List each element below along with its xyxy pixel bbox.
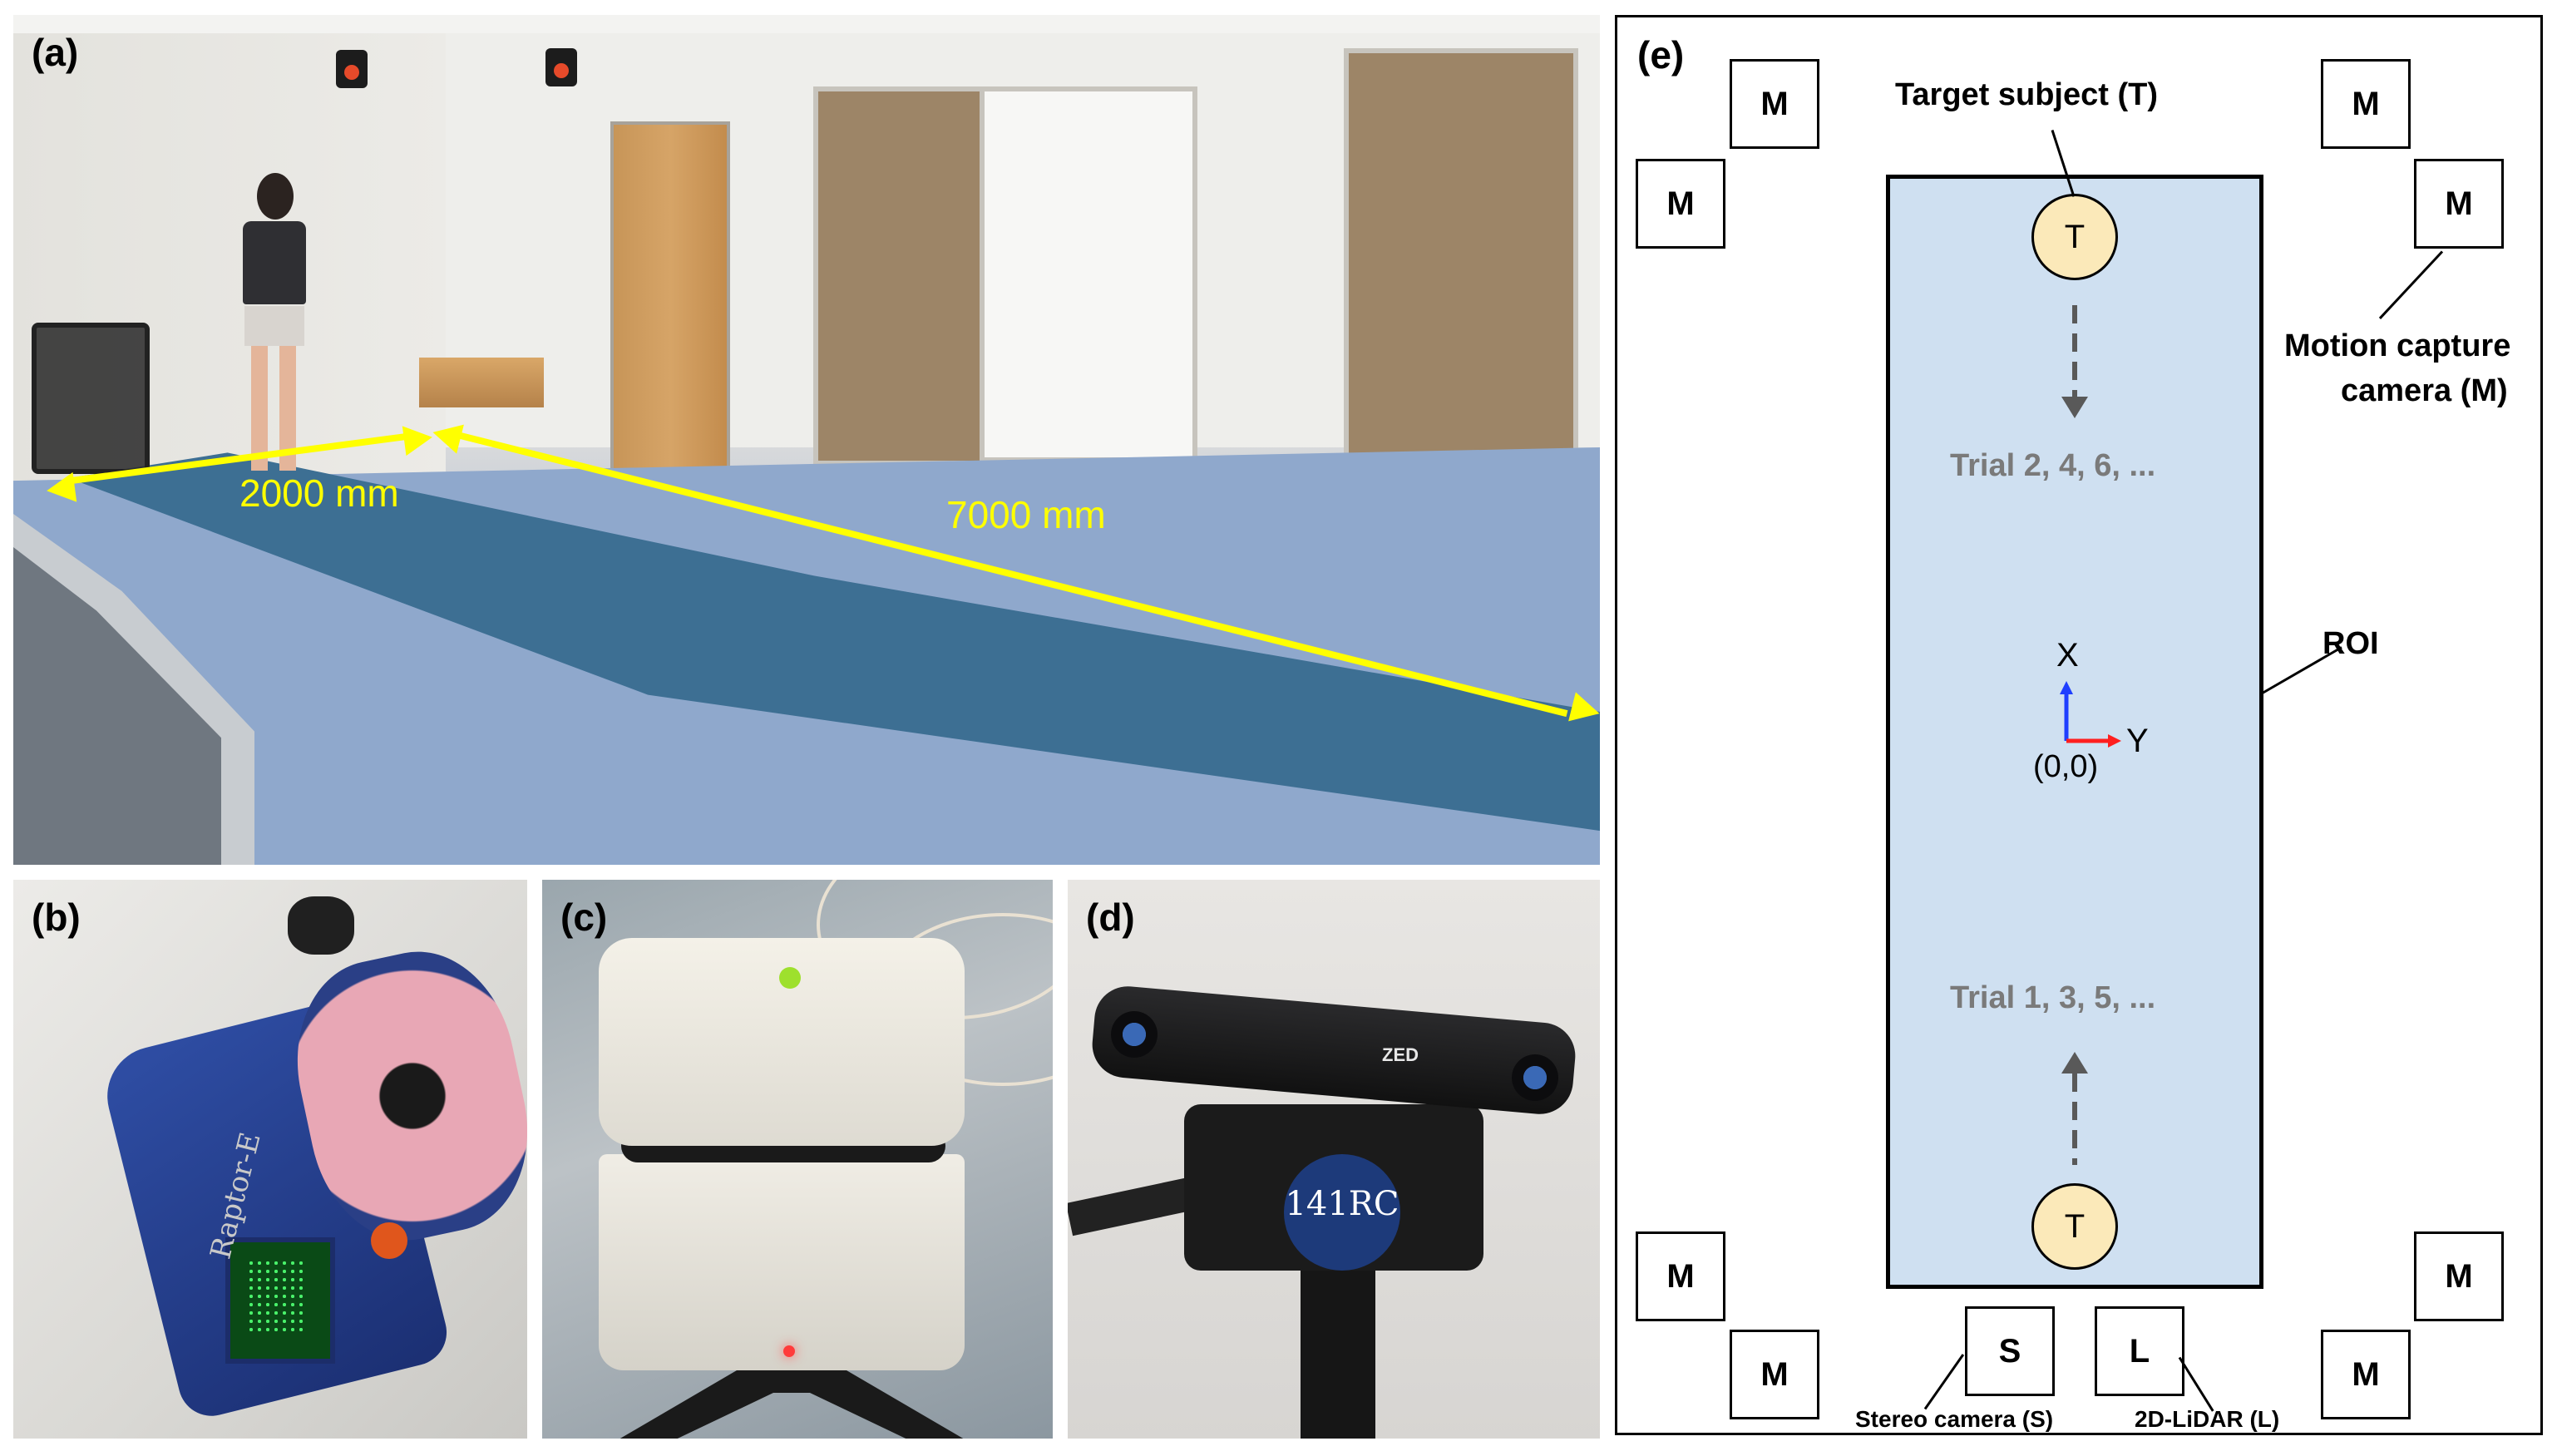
walk-direction-down-line: [2072, 305, 2077, 397]
panel-label-a: (a): [32, 31, 79, 74]
panel-label-d: (d): [1086, 896, 1135, 939]
target-subject-bottom: T: [2031, 1183, 2118, 1270]
motion-camera-leader-line: [2378, 250, 2444, 319]
origin-label: (0,0): [2033, 749, 2099, 784]
tripod-badge: 141RC: [1284, 1154, 1400, 1271]
arrow-up-icon: [2061, 1052, 2088, 1073]
arrow-down-icon: [2061, 397, 2088, 418]
chair: [32, 323, 150, 474]
coordinate-axes-icon: [2060, 681, 2121, 748]
arrow-head-icon: [44, 471, 77, 506]
arrow-head-icon: [402, 422, 435, 457]
lidar-label: 2D-LiDAR (L): [2135, 1406, 2280, 1432]
target-subject-top: T: [2031, 194, 2118, 280]
sliding-door: [813, 86, 990, 466]
panel-label-b: (b): [32, 896, 81, 939]
tripod-pole: [1301, 1262, 1375, 1439]
photo-stereo-camera: 141RC ZED (d): [1068, 880, 1600, 1439]
motion-camera-box: M: [1730, 59, 1819, 149]
arrow-head-icon: [429, 417, 464, 454]
lidar-tripod: [609, 1370, 975, 1439]
photo-motion-capture-camera: Raptor-E (b): [13, 880, 527, 1439]
roi-label: ROI: [2323, 626, 2379, 661]
lidar-top-cover: [599, 938, 965, 1146]
stereo-camera-label: Stereo camera (S): [1855, 1406, 2054, 1432]
sliding-door-white: [980, 86, 1197, 462]
mocap-camera-mount: [545, 48, 577, 86]
motion-camera-box: M: [2414, 1231, 2504, 1321]
wooden-box: [419, 358, 544, 407]
stereo-leader-line: [1923, 1354, 1965, 1410]
axis-y-label: Y: [2126, 723, 2149, 759]
motion-camera-box: M: [2321, 1330, 2411, 1419]
lidar-red-led: [783, 1345, 795, 1357]
mocap-camera-mount: [336, 50, 368, 88]
wooden-door: [610, 121, 730, 481]
camera-display: [225, 1237, 335, 1364]
panel-label-c: (c): [560, 896, 608, 939]
dimension-label-7000: 7000 mm: [946, 493, 1106, 536]
camera-mount-knob: [288, 896, 354, 955]
photo-2d-lidar: (c): [542, 880, 1053, 1439]
axis-x-label: X: [2056, 637, 2079, 674]
lidar-green-led: [779, 967, 801, 989]
stereo-camera-brand: ZED: [1382, 1044, 1419, 1065]
right-lens-icon: [1512, 1054, 1558, 1101]
experiment-layout-diagram: (e) M M M M M M M M T T Trial 2, 4, 6, .…: [1615, 15, 2543, 1435]
motion-camera-box: M: [2414, 159, 2504, 249]
trial-label-even: Trial 2, 4, 6, ...: [1950, 448, 2156, 483]
dimension-label-2000: 2000 mm: [239, 471, 399, 515]
target-subject-label: Target subject (T): [1895, 77, 2158, 112]
ceiling: [13, 15, 1600, 33]
roi-leader-line: [2260, 646, 2342, 695]
photo-capture-room: 2000 mm 7000 mm (a): [13, 15, 1600, 865]
panel-label-e: (e): [1637, 33, 1685, 77]
walk-direction-up-line: [2072, 1073, 2077, 1165]
motion-camera-box: M: [1636, 159, 1725, 249]
motion-camera-box: M: [2321, 59, 2411, 149]
target-subject-person: [228, 173, 319, 472]
motion-camera-box: M: [1730, 1330, 1819, 1419]
status-led: [371, 1222, 407, 1259]
trial-label-odd: Trial 1, 3, 5, ...: [1950, 980, 2156, 1015]
stereo-camera-body: [1089, 983, 1578, 1118]
lidar-box: L: [2095, 1306, 2184, 1396]
motion-camera-box: M: [1636, 1231, 1725, 1321]
lidar-base: [599, 1154, 965, 1370]
motion-camera-label-line2: camera (M): [2341, 373, 2508, 408]
stereo-camera-box: S: [1965, 1306, 2055, 1396]
motion-camera-label-line1: Motion capture: [2284, 328, 2511, 363]
left-lens-icon: [1111, 1011, 1158, 1058]
